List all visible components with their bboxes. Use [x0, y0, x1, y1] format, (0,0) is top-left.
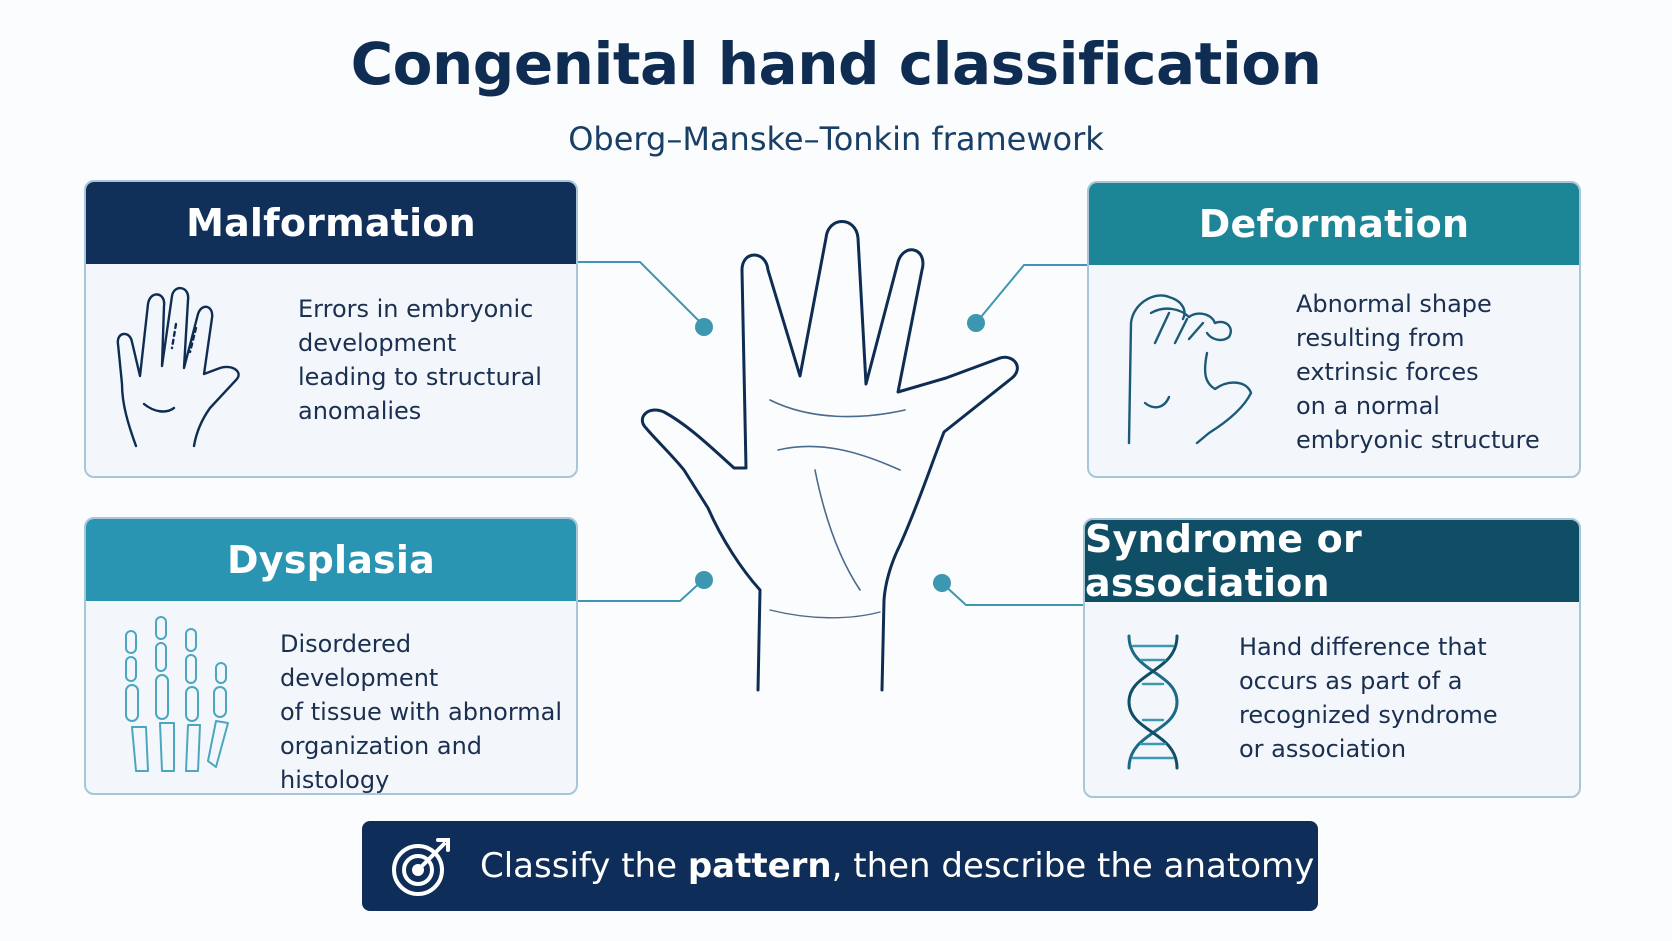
card-deformation-title: Deformation	[1089, 183, 1579, 265]
connector-dot-deformation	[967, 314, 985, 332]
desc-line: development	[298, 329, 457, 357]
card-dysplasia-title: Dysplasia	[86, 519, 576, 601]
summary-text-before: Classify the	[480, 846, 688, 886]
connector-dysplasia	[578, 579, 704, 602]
card-dysplasia: Dysplasia Disordered develo	[84, 517, 578, 795]
card-malformation: Malformation Errors in embryonic develop…	[84, 180, 578, 478]
summary-text-bold: pattern	[687, 846, 832, 886]
desc-line: anomalies	[298, 397, 422, 425]
connector-dot-dysplasia	[695, 571, 713, 589]
card-syndrome-title: Syndrome or association	[1085, 520, 1579, 605]
card-dysplasia-body: Disordered development of tissue with ab…	[86, 601, 576, 793]
connector-dot-syndrome	[933, 574, 951, 592]
summary-text-after: , then describe the anatomy	[831, 846, 1315, 886]
desc-line: Disordered development	[280, 630, 439, 692]
desc-line: organization and	[280, 732, 483, 760]
hand-outline-icon	[116, 287, 240, 448]
desc-line: occurs as part of a	[1239, 667, 1463, 695]
card-malformation-body: Errors in embryonic development leading …	[86, 264, 576, 476]
card-deformation-description: Abnormal shape resulting from extrinsic …	[1296, 287, 1540, 457]
desc-line: on a normal	[1296, 392, 1440, 420]
card-malformation-title: Malformation	[86, 182, 576, 264]
desc-line: Errors in embryonic	[298, 295, 534, 323]
desc-line: or association	[1239, 735, 1407, 763]
desc-line: Abnormal shape	[1296, 290, 1492, 318]
page-title: Congenital hand classification	[350, 30, 1322, 98]
hand-bones-icon	[125, 616, 229, 772]
summary-message: Classify the pattern, then describe the …	[480, 846, 1314, 886]
card-deformation-body: Abnormal shape resulting from extrinsic …	[1089, 265, 1579, 476]
desc-line: histology	[280, 766, 390, 794]
card-dysplasia-description: Disordered development of tissue with ab…	[280, 627, 576, 794]
desc-line: leading to structural	[298, 363, 542, 391]
connector-syndrome	[941, 582, 1083, 606]
desc-line: extrinsic forces	[1296, 358, 1479, 386]
connector-malformation	[578, 261, 705, 327]
connector-deformation	[975, 264, 1087, 324]
desc-line: of tissue with abnormal	[280, 698, 563, 726]
card-malformation-description: Errors in embryonic development leading …	[298, 292, 542, 428]
card-syndrome-body: Hand difference that occurs as part of a…	[1085, 602, 1579, 796]
desc-line: resulting from	[1296, 324, 1465, 352]
desc-line: recognized syndrome	[1239, 701, 1498, 729]
connector-dot-malformation	[695, 318, 713, 336]
page-subtitle: Oberg–Manske–Tonkin framework	[568, 120, 1104, 158]
dna-icon	[1127, 634, 1179, 770]
card-deformation: Deformation Abnormal shape resulting fro…	[1087, 181, 1581, 478]
summary-banner: Classify the pattern, then describe the …	[362, 821, 1318, 911]
open-hand-icon	[640, 220, 1019, 692]
curled-hand-icon	[1127, 294, 1253, 445]
card-syndrome-description: Hand difference that occurs as part of a…	[1239, 630, 1498, 766]
target-icon	[392, 838, 450, 896]
card-syndrome: Syndrome or association Hand difference …	[1083, 518, 1581, 798]
desc-line: Hand difference that	[1239, 633, 1487, 661]
desc-line: embryonic structure	[1296, 426, 1540, 454]
